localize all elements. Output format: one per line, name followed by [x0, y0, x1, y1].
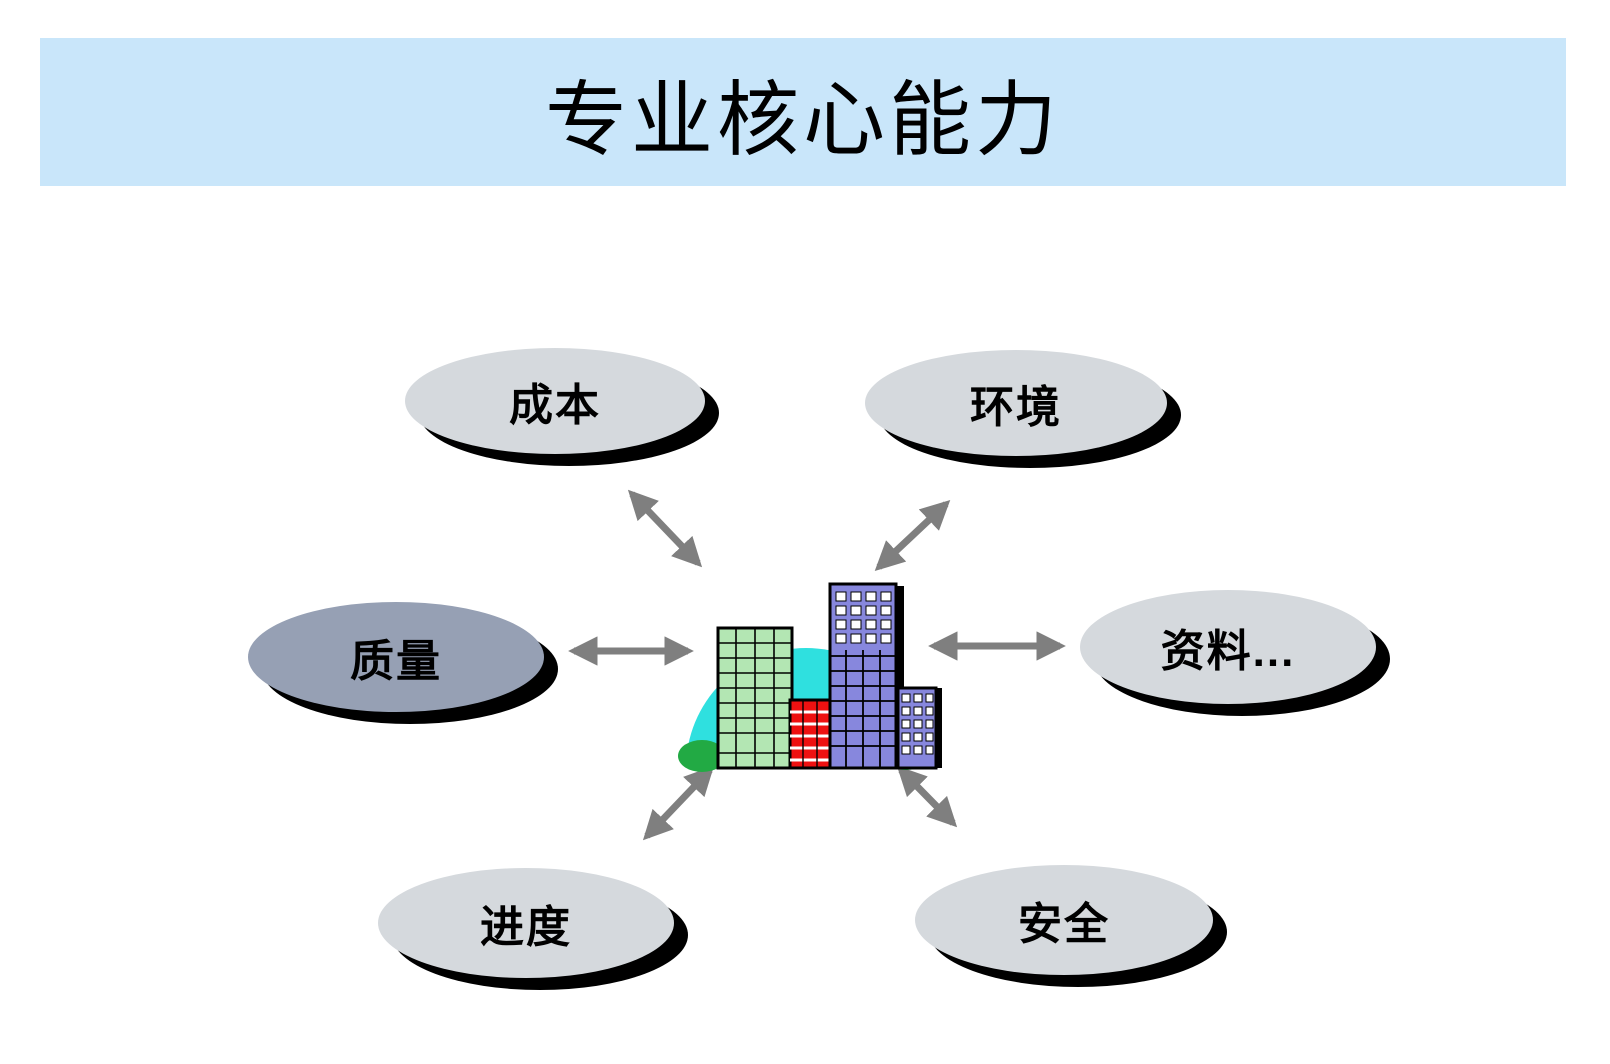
arrow-environment: [874, 499, 951, 572]
red-building-icon: [788, 698, 832, 770]
node-data: 资料...: [1080, 590, 1376, 704]
page-title: 专业核心能力: [544, 74, 1061, 166]
small-blue-building-icon: [896, 686, 938, 770]
node-environment: 环境: [865, 350, 1167, 456]
green-building-icon: [716, 626, 794, 770]
node-cost: 成本: [405, 348, 705, 454]
city-buildings-clipart: [678, 582, 942, 772]
node-quality-label: 质量: [350, 637, 442, 686]
node-progress-label: 进度: [480, 903, 572, 952]
node-data-label: 资料...: [1160, 627, 1296, 676]
arrow-progress: [642, 765, 715, 841]
title-banner: 专业核心能力: [40, 38, 1566, 186]
tall-blue-building-icon: [828, 582, 898, 770]
node-safety: 安全: [915, 865, 1213, 975]
arrow-safety: [896, 765, 958, 828]
node-environment-label: 环境: [970, 383, 1062, 432]
node-safety-label: 安全: [1018, 900, 1110, 949]
node-cost-label: 成本: [509, 381, 601, 430]
arrow-cost: [627, 489, 703, 568]
node-quality: 质量: [248, 602, 544, 712]
node-progress: 进度: [378, 868, 674, 978]
bush-left-icon: [678, 740, 726, 772]
